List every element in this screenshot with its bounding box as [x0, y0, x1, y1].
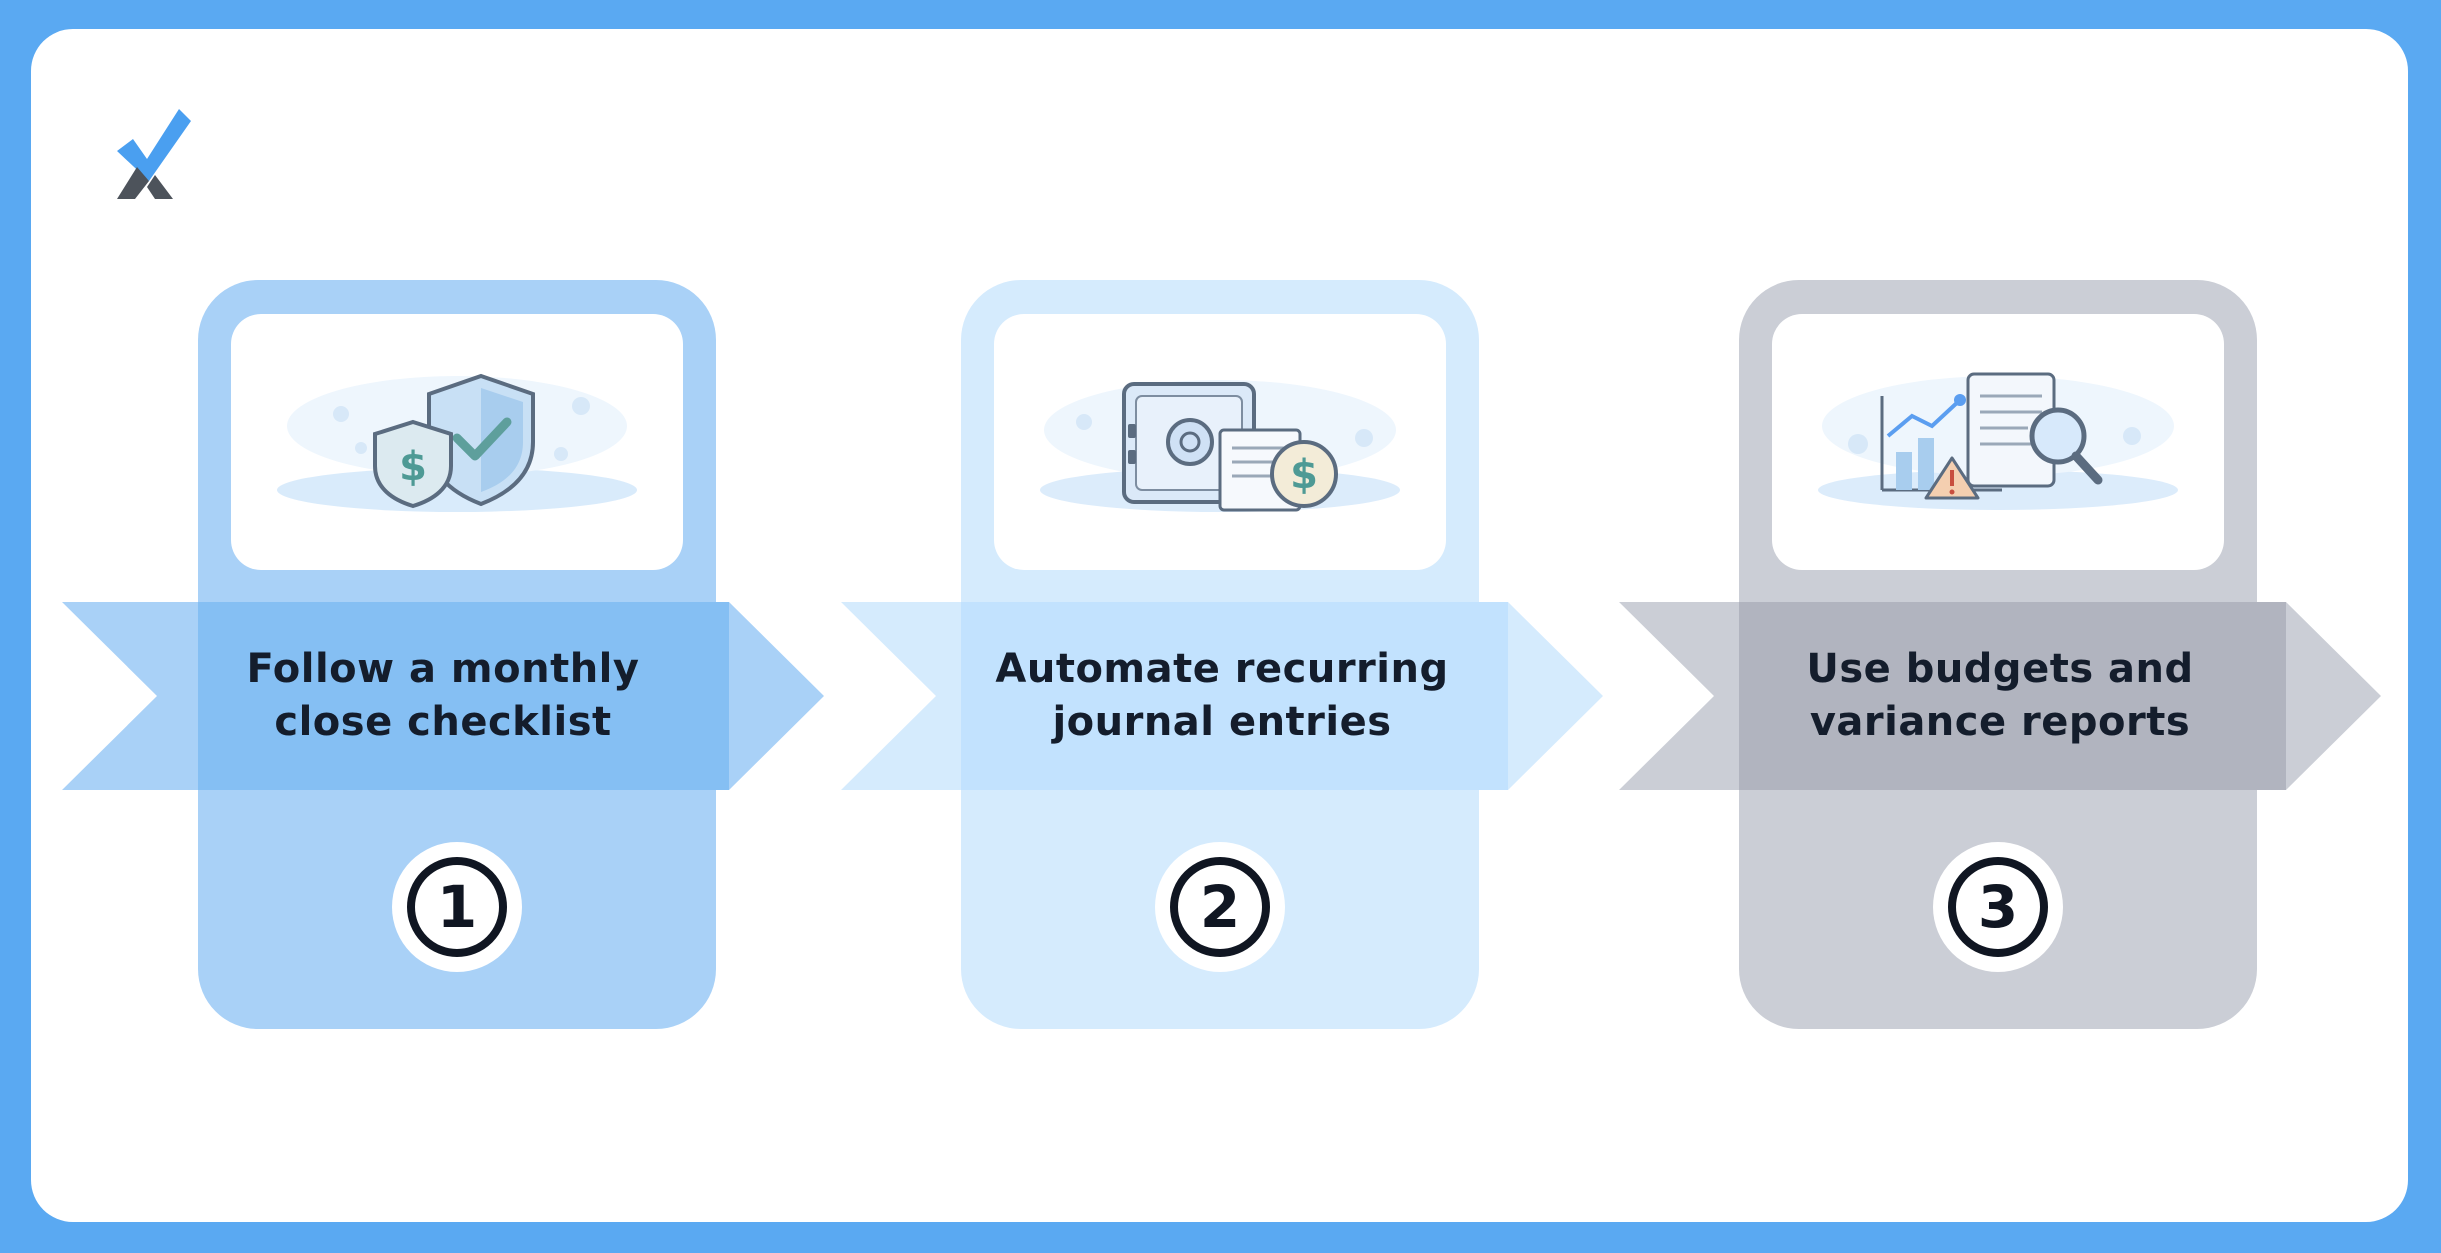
step-arrow-3: Use budgets and variance reports: [1619, 602, 2381, 790]
checkmark-x-logo-icon: [117, 109, 191, 199]
step-label-1: Follow a monthly close checklist: [246, 646, 640, 745]
safe-document-dollar-icon: $: [1040, 380, 1400, 512]
step-illustration-panel: $: [231, 314, 683, 570]
slide-frame: $ $: [31, 29, 2408, 1222]
step-number-3: 3: [1948, 857, 2048, 957]
step-label-2: Automate recurring journal entries: [995, 646, 1449, 745]
step-number-badge-2: 2: [1155, 842, 1285, 972]
step-number-1: 1: [407, 857, 507, 957]
shield-dollar-check-icon: $: [277, 373, 637, 512]
svg-text:$: $: [1290, 452, 1318, 498]
step-number-badge-3: 3: [1933, 842, 2063, 972]
svg-text:$: $: [399, 444, 427, 490]
step-number-2: 2: [1170, 857, 1270, 957]
chart-report-magnifier-warning-icon: [1818, 372, 2178, 510]
step-illustration-panel: [1772, 314, 2224, 570]
step-arrow-1: Follow a monthly close checklist: [62, 602, 824, 790]
step-illustration-panel: $: [994, 314, 1446, 570]
step-number-badge-1: 1: [392, 842, 522, 972]
step-arrow-2: Automate recurring journal entries: [841, 602, 1603, 790]
step-label-3: Use budgets and variance reports: [1806, 646, 2194, 745]
